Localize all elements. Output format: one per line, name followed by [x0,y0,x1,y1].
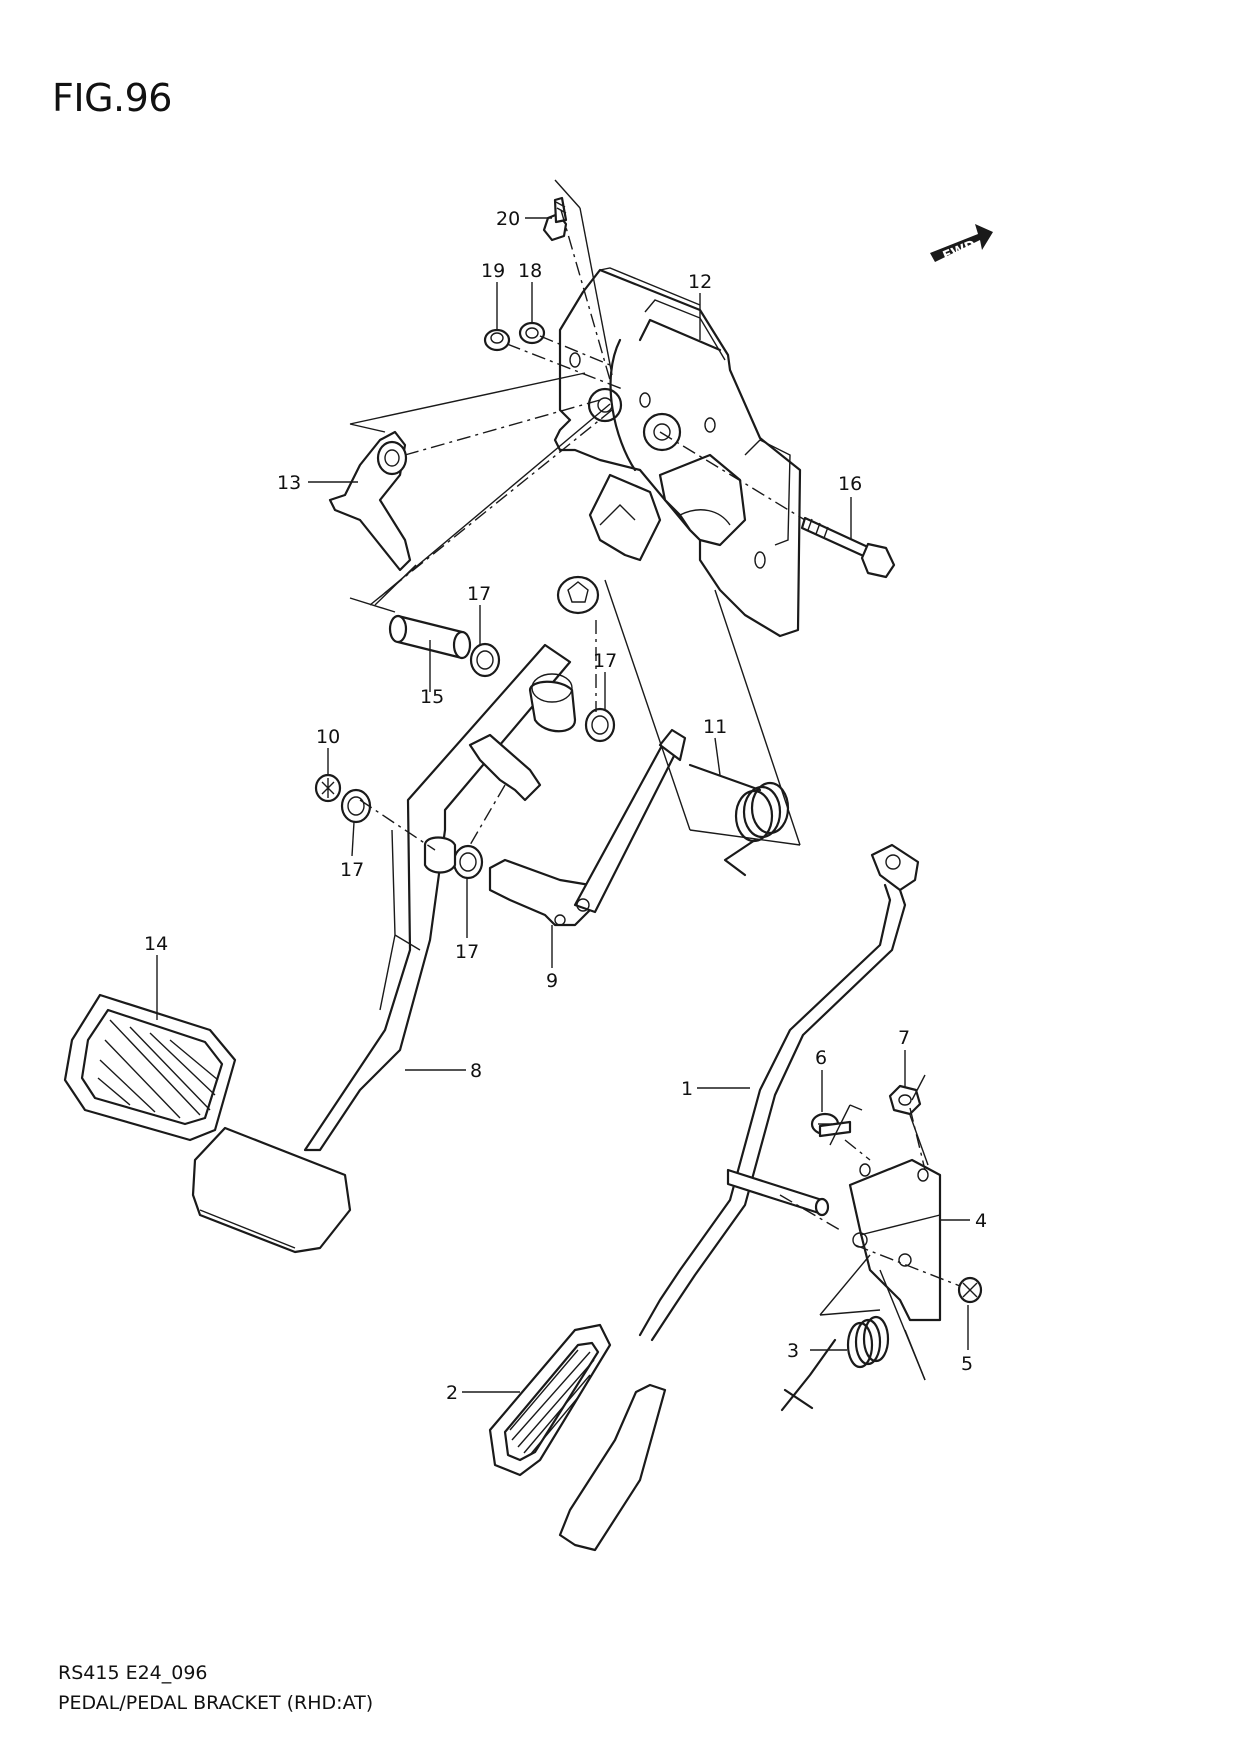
callout-17-c: 17 [340,859,364,881]
bushing-part-17-a [469,642,501,678]
callout-3: 3 [787,1340,799,1362]
cap-part [556,575,600,615]
callout-7: 7 [898,1027,910,1049]
fwd-arrow-icon: FWD [930,224,993,264]
callout-18: 18 [518,260,542,282]
accelerator-pad-part-2 [488,1323,612,1477]
bushing-part-17-c [340,788,372,824]
bolt-part-16 [800,516,896,579]
callout-17-b: 17 [593,650,617,672]
figure-caption: PEDAL/PEDAL BRACKET (RHD:AT) [58,1692,374,1714]
callout-19: 19 [481,260,505,282]
assembly-guide-lines [349,179,961,1381]
bushing-part-17-b [584,707,616,743]
callout-5: 5 [961,1353,973,1375]
callout-2: 2 [446,1382,458,1404]
callout-10: 10 [316,726,340,748]
bolt-part-20 [542,196,568,242]
callout-labels: 20 19 18 12 13 16 17 15 17 10 11 17 17 9… [144,208,987,1404]
callout-14: 14 [144,933,168,955]
callout-17-a: 17 [467,583,491,605]
clip-part-5 [957,1276,983,1304]
accelerator-lever-part-1 [558,843,920,1552]
callout-11: 11 [703,716,727,738]
callout-13: 13 [277,472,301,494]
callout-6: 6 [815,1047,827,1069]
screw-part-6 [810,1112,852,1138]
callout-leaders [156,217,970,1393]
spring-part-3 [780,1315,890,1412]
callout-16: 16 [838,473,862,495]
nut-part-19 [483,328,511,352]
callout-4: 4 [975,1210,987,1232]
callout-17-d: 17 [455,941,479,963]
callout-1: 1 [681,1078,693,1100]
pedal-bracket-part-12 [553,267,802,638]
bushing-part-15 [388,614,472,660]
accelerator-bracket-part-4 [848,1158,942,1322]
callout-9: 9 [546,970,558,992]
model-code: RS415 E24_096 [58,1662,208,1684]
figure-title: FIG.96 [52,76,172,120]
stopper-bracket-part-13 [328,430,412,572]
nut-part-7 [888,1084,922,1116]
spring-part-11 [688,763,790,877]
clip-part-10 [314,773,342,803]
washer-part-18 [518,321,546,345]
callout-20: 20 [496,208,520,230]
bushing-part-17-d [452,844,484,880]
callout-15: 15 [420,686,444,708]
callout-8: 8 [470,1060,482,1082]
callout-12: 12 [688,271,712,293]
lever-part-9 [488,728,687,927]
brake-pedal-pad-part-14 [63,993,237,1142]
brake-pedal-arm-part-8 [303,643,577,1152]
brake-pedal-plate [191,1126,352,1254]
